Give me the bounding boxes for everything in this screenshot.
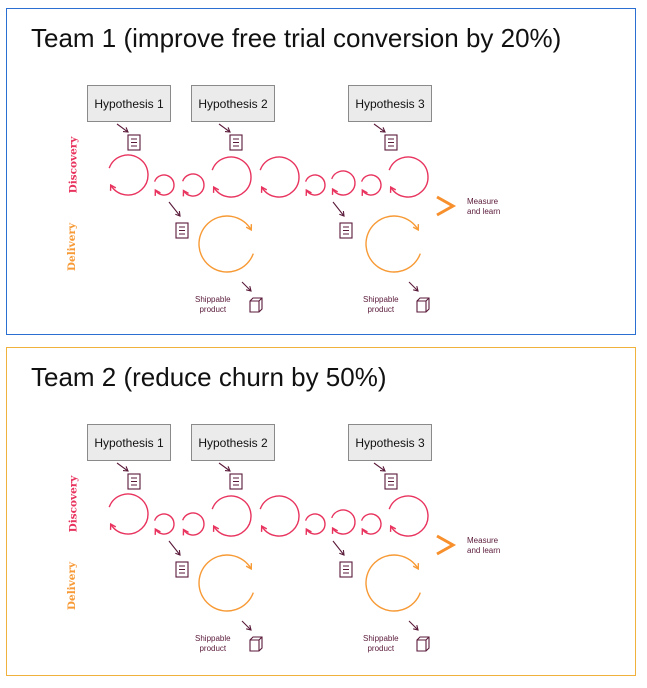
team-2-discovery-loop-3 [182,512,205,536]
team-2-hypothesis-2: Hypothesis 2 [191,424,275,461]
team-1-hypothesis-1: Hypothesis 1 [87,85,171,122]
team-2-shippable-1-cube-icon [249,636,263,652]
team-2-measure-label: Measure and learn [467,536,501,555]
team-1-title: Team 1 (improve free trial conversion by… [31,23,562,53]
team-2-shippable-label-1: Shippable product [195,634,231,653]
team-1-discovery-loop-8 [360,174,382,196]
team-2-title: Team 2 (reduce churn by 50%) [31,362,387,392]
team-1-shippable-label-1: Shippable product [195,295,231,314]
team-1-discovery-loop-6 [304,174,326,196]
team-2-delivery-2-doc-icon [339,561,353,578]
team-1-hypothesis-1-doc-icon [127,134,141,151]
team-2-discovery-loop-5 [259,495,300,537]
team-1-timeline-arrowhead [436,195,457,217]
team-1-hypothesis-3-pointer [373,123,386,133]
team-1-discovery-loop-3 [182,173,205,197]
team-1-discovery-loop-2 [153,174,175,196]
team-1-hypothesis-3-doc-icon [384,134,398,151]
team-2-hypothesis-3-pointer [373,462,386,472]
team-1-delivery-1-doc-icon [175,222,189,239]
team-1-shippable-2-cube-icon [416,297,430,313]
team-1-delivery-2-pointer [332,201,345,217]
team-2-discovery-loop-6 [304,513,326,535]
team-2-discovery-loop-4 [211,495,252,537]
team-2-discovery-loop-1 [108,493,149,535]
team-2-delivery-loop-1 [198,554,254,612]
team-2-hypothesis-1: Hypothesis 1 [87,424,171,461]
team-2-timeline-arrowhead [436,534,457,556]
team-2-hypothesis-2-doc-icon [229,473,243,490]
team-1-shippable-2-pointer [408,281,419,292]
team-1-discovery-loop-9 [388,156,429,198]
team-2-hypothesis-3-doc-icon [384,473,398,490]
team-2-delivery-2-pointer [332,540,345,556]
team-1-discovery-loop-7 [331,170,356,196]
team-1-discovery-loop-5 [259,156,300,198]
team-1-hypothesis-2-pointer [218,123,231,133]
team-2-discovery-loop-9 [388,495,429,537]
team-1-hypothesis-2-doc-icon [229,134,243,151]
team-2-shippable-2-pointer [408,620,419,631]
team-2-delivery-1-pointer [168,540,181,556]
team-2-delivery-1-doc-icon [175,561,189,578]
team-1-delivery-loop-1 [198,215,254,273]
team-1-shippable-label-2: Shippable product [363,295,399,314]
team-1-flow-diagram [93,123,457,313]
team-1-shippable-1-pointer [241,281,252,292]
team-2-shippable-label-2: Shippable product [363,634,399,653]
team-2-hypothesis-3: Hypothesis 3 [348,424,432,461]
team-2-hypothesis-2-pointer [218,462,231,472]
team-1-panel: Team 1 (improve free trial conversion by… [6,8,636,335]
team-1-discovery-loop-4 [211,156,252,198]
team-1-shippable-1-cube-icon [249,297,263,313]
team-2-panel: Team 2 (reduce churn by 50%) Hypothesis … [6,347,636,676]
team-1-discovery-loop-1 [108,154,149,196]
team-1-delivery-1-pointer [168,201,181,217]
team-1-hypothesis-3: Hypothesis 3 [348,85,432,122]
team-2-discovery-loop-7 [331,509,356,535]
team-2-shippable-1-pointer [241,620,252,631]
team-2-delivery-loop-2 [365,554,421,612]
team-1-delivery-loop-2 [365,215,421,273]
team-2-shippable-2-cube-icon [416,636,430,652]
team-1-hypothesis-2: Hypothesis 2 [191,85,275,122]
team-1-measure-label: Measure and learn [467,197,501,216]
team-2-discovery-loop-8 [360,513,382,535]
team-2-flow-diagram [93,462,457,652]
team-1-hypothesis-1-pointer [116,123,129,133]
team-2-hypothesis-1-doc-icon [127,473,141,490]
team-2-hypothesis-1-pointer [116,462,129,472]
team-1-delivery-2-doc-icon [339,222,353,239]
team-2-discovery-loop-2 [153,513,175,535]
